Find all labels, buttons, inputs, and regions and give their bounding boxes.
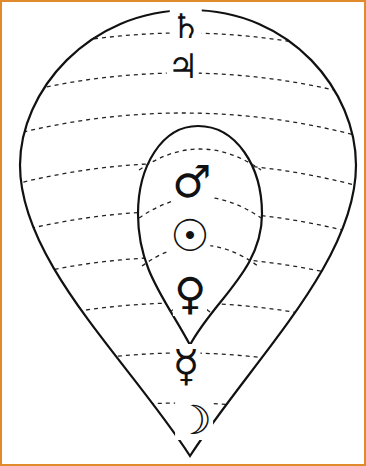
sun-symbol: ☉: [169, 214, 210, 258]
inner-egg: [138, 126, 262, 345]
dashed-bands: [0, 33, 366, 428]
jupiter-symbol: ♃: [167, 49, 199, 83]
venus-symbol: ♀: [173, 272, 207, 316]
moon-symbol: ☽: [175, 400, 213, 440]
mercury-symbol: ☿: [171, 344, 200, 388]
mars-symbol: ♂: [171, 160, 212, 204]
saturn-symbol: ♄: [170, 9, 202, 43]
outer-egg: [20, 10, 356, 456]
